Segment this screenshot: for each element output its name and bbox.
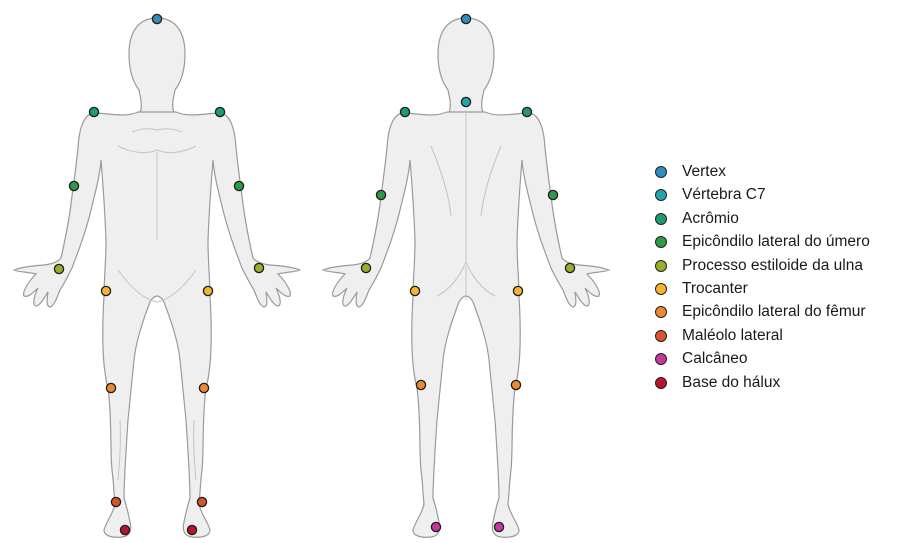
legend-item-maleolo: Maléolo lateral: [654, 324, 870, 347]
epicondilo-femur-swatch: [655, 306, 667, 318]
c7-swatch: [655, 189, 667, 201]
front-marker-epicondilo-femur-1: [106, 383, 115, 392]
front-marker-halux-2: [187, 525, 196, 534]
front-marker-maleolo-2: [197, 497, 206, 506]
legend-item-estiloide-ulna: Processo estiloide da ulna: [654, 254, 870, 277]
back-marker-epicondilo-umero-1: [376, 190, 385, 199]
front-body-silhouette: [14, 18, 300, 537]
back-marker-calcaneo-2: [494, 522, 503, 531]
back-marker-c7-1: [461, 97, 470, 106]
back-marker-acromio-2: [522, 107, 531, 116]
back-marker-calcaneo-1: [431, 522, 440, 531]
legend-item-calcaneo: Calcâneo: [654, 347, 870, 370]
legend-item-halux: Base do hálux: [654, 371, 870, 394]
back-marker-vertex-1: [461, 14, 470, 23]
front-marker-maleolo-1: [111, 497, 120, 506]
legend-label: Maléolo lateral: [682, 327, 783, 344]
legend-label: Epicôndilo lateral do úmero: [682, 233, 870, 250]
front-marker-trocanter-2: [203, 286, 212, 295]
legend-label: Acrômio: [682, 210, 739, 227]
legend-label: Vertex: [682, 163, 726, 180]
back-marker-trocanter-1: [410, 286, 419, 295]
front-marker-epicondilo-umero-2: [234, 181, 243, 190]
back-marker-epicondilo-femur-2: [511, 380, 520, 389]
front-marker-estiloide-ulna-2: [254, 263, 263, 272]
front-marker-estiloide-ulna-1: [54, 264, 63, 273]
legend-item-trocanter: Trocanter: [654, 277, 870, 300]
legend-label: Vértebra C7: [682, 186, 766, 203]
front-marker-trocanter-1: [101, 286, 110, 295]
front-figure: [14, 18, 300, 537]
back-marker-acromio-1: [400, 107, 409, 116]
legend-item-c7: Vértebra C7: [654, 183, 870, 206]
halux-swatch: [655, 377, 667, 389]
epicondilo-umero-swatch: [655, 236, 667, 248]
front-marker-epicondilo-femur-2: [199, 383, 208, 392]
legend-label: Base do hálux: [682, 374, 780, 391]
legend-label: Epicôndilo lateral do fêmur: [682, 303, 866, 320]
front-marker-acromio-1: [89, 107, 98, 116]
legend-item-epicondilo-femur: Epicôndilo lateral do fêmur: [654, 300, 870, 323]
back-marker-epicondilo-umero-2: [548, 190, 557, 199]
back-marker-trocanter-2: [513, 286, 522, 295]
front-marker-halux-1: [120, 525, 129, 534]
legend-label: Trocanter: [682, 280, 748, 297]
vertex-swatch: [655, 166, 667, 178]
legend-label: Calcâneo: [682, 350, 748, 367]
acromio-swatch: [655, 213, 667, 225]
back-figure: [323, 18, 609, 537]
estiloide-ulna-swatch: [655, 260, 667, 272]
legend-label: Processo estiloide da ulna: [682, 257, 863, 274]
maleolo-swatch: [655, 330, 667, 342]
calcaneo-swatch: [655, 353, 667, 365]
legend-item-epicondilo-umero: Epicôndilo lateral do úmero: [654, 230, 870, 253]
back-marker-estiloide-ulna-2: [565, 263, 574, 272]
front-marker-vertex-1: [152, 14, 161, 23]
front-marker-acromio-2: [215, 107, 224, 116]
legend-item-vertex: Vertex: [654, 160, 870, 183]
back-marker-estiloide-ulna-1: [361, 263, 370, 272]
back-marker-epicondilo-femur-1: [416, 380, 425, 389]
trocanter-swatch: [655, 283, 667, 295]
legend: Vertex Vértebra C7 Acrômio Epicôndilo la…: [654, 160, 870, 394]
legend-item-acromio: Acrômio: [654, 207, 870, 230]
front-marker-epicondilo-umero-1: [69, 181, 78, 190]
